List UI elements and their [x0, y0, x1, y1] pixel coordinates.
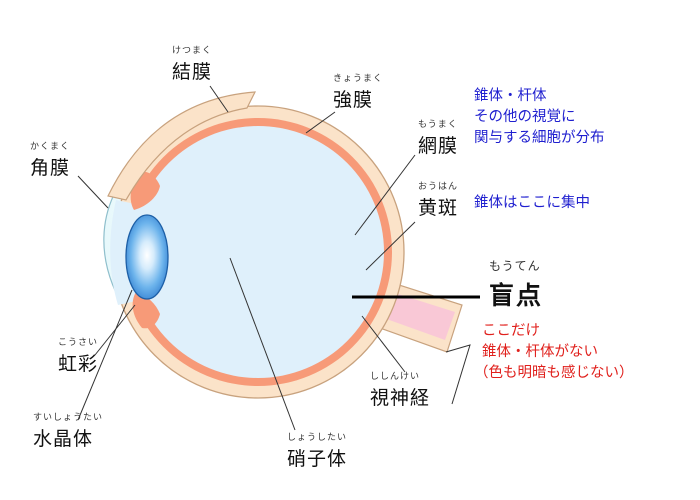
label-iris: こうさい 虹彩 — [58, 335, 98, 376]
blind-spot-note-line: ここだけ — [482, 323, 540, 339]
label-blind-spot: もうてん 盲点 — [489, 257, 543, 312]
vitreous-shape — [132, 126, 384, 378]
text-cornea: 角膜 — [30, 157, 71, 179]
label-conjunctiva: けつまく 結膜 — [172, 43, 212, 84]
ruby-iris: こうさい — [58, 338, 99, 348]
text-macula: 黄斑 — [418, 197, 459, 219]
label-cornea: かくまく 角膜 — [30, 139, 70, 180]
text-conjunctiva: 結膜 — [172, 61, 213, 83]
ruby-retina: もうまく — [418, 120, 458, 130]
leader-lines — [77, 85, 471, 431]
blind-spot-note: ここだけ 錐体・杆体がない （色も明暗も感じない） — [474, 321, 634, 384]
lens-shape — [125, 214, 169, 300]
blind-spot-note-line: （色も明暗も感じない） — [474, 365, 634, 381]
macula-note: 錐体はここに集中 — [474, 193, 590, 214]
text-iris: 虹彩 — [58, 353, 99, 375]
text-vitreous: 硝子体 — [287, 448, 348, 470]
label-optic-nerve: ししんけい 視神経 — [370, 369, 430, 410]
label-vitreous: しょうしたい 硝子体 — [287, 430, 347, 471]
ruby-macula: おうはん — [418, 182, 459, 192]
retina-note-line: 錐体・杆体 — [474, 88, 547, 104]
text-retina: 網膜 — [418, 135, 459, 157]
ruby-optic-nerve: ししんけい — [370, 372, 421, 382]
text-optic-nerve: 視神経 — [370, 387, 431, 409]
ruby-conjunctiva: けつまく — [172, 46, 213, 56]
text-sclera: 強膜 — [333, 89, 374, 111]
macula-note-line: 錐体はここに集中 — [474, 195, 590, 211]
retina-note: 錐体・杆体 その他の視覚に 関与する細胞が分布 — [474, 86, 605, 149]
blind-spot-note-line: 錐体・杆体がない — [482, 344, 598, 360]
retina-note-line: その他の視覚に — [474, 109, 576, 125]
text-blind-spot: 盲点 — [489, 281, 544, 310]
conjunctiva-shape — [107, 91, 257, 201]
label-retina: もうまく 網膜 — [418, 117, 458, 158]
text-lens: 水晶体 — [33, 428, 94, 450]
ruby-blind-spot: もうてん — [489, 259, 541, 273]
label-macula: おうはん 黄斑 — [418, 179, 458, 220]
ruby-lens: すいしょうたい — [33, 413, 104, 423]
retina-note-line: 関与する細胞が分布 — [474, 130, 605, 146]
ruby-vitreous: しょうしたい — [287, 433, 348, 443]
ruby-sclera: きょうまく — [333, 74, 384, 84]
label-sclera: きょうまく 強膜 — [333, 71, 383, 112]
ruby-cornea: かくまく — [30, 142, 71, 152]
label-lens: すいしょうたい 水晶体 — [33, 410, 103, 451]
